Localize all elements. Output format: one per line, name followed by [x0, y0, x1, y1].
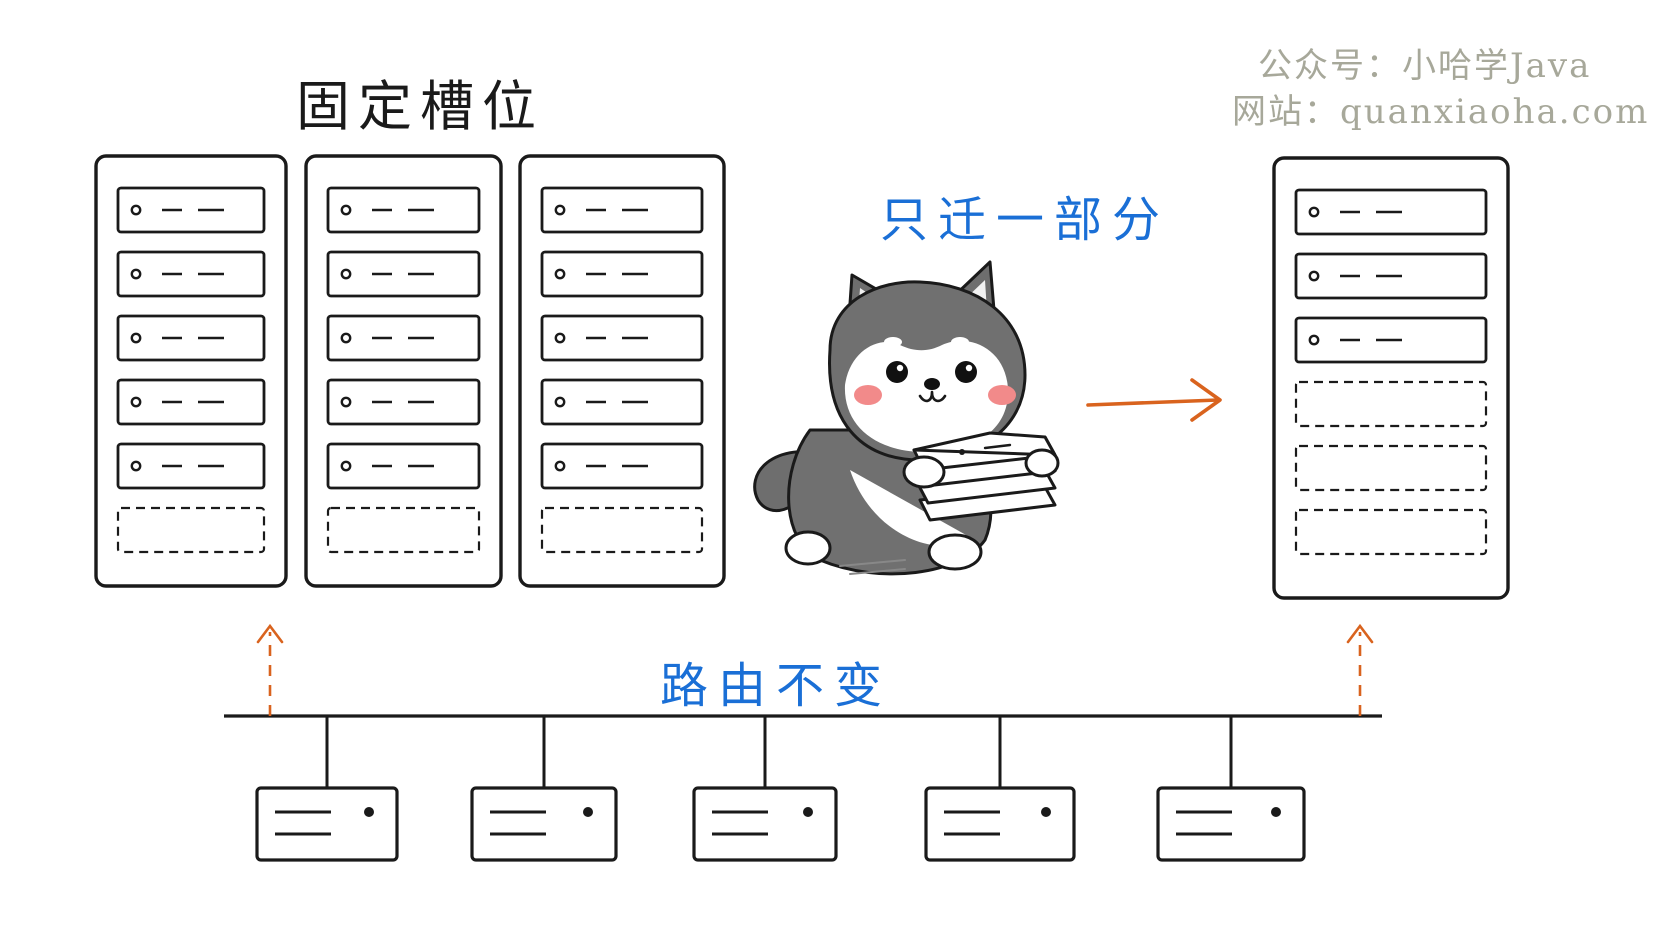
slot-filled [326, 314, 481, 362]
routing-arrow-left [256, 623, 284, 716]
source-rack-1 [94, 154, 288, 588]
slot-filled [540, 250, 704, 298]
racks-layer [94, 154, 1510, 600]
routing-arrow-right [1346, 623, 1374, 716]
client-server [1156, 716, 1306, 862]
slot-filled [326, 186, 481, 234]
client-server [470, 716, 618, 862]
client-server [255, 716, 399, 862]
network-layer [224, 714, 1382, 862]
shiba-dog-carrying-slots-icon [753, 260, 1060, 576]
slot-empty [540, 506, 704, 554]
slot-filled [116, 378, 266, 426]
slot-filled [326, 442, 481, 490]
watermark-line-2: 网站：quanxiaoha.com [1232, 92, 1650, 132]
source-rack-3 [518, 154, 726, 588]
slot-filled [540, 314, 704, 362]
client-server [692, 716, 838, 862]
migrate-partial-label: 只迁一部分 [880, 192, 1171, 248]
client-server [924, 716, 1076, 862]
slot-filled [326, 250, 481, 298]
slot-empty [116, 506, 266, 554]
slot-filled [540, 186, 704, 234]
slot-filled [1294, 188, 1488, 236]
slot-filled [116, 314, 266, 362]
slot-filled [1294, 252, 1488, 300]
watermark-line-1: 公众号：小哈学Java [1258, 46, 1592, 86]
slot-empty [326, 506, 481, 554]
slot-filled [326, 378, 481, 426]
slot-filled [540, 442, 704, 490]
slot-empty [1294, 380, 1488, 428]
slot-empty [1294, 444, 1488, 492]
slot-empty [1294, 508, 1488, 556]
migration-arrow [1086, 378, 1222, 422]
slot-filled [540, 378, 704, 426]
target-rack [1272, 156, 1510, 600]
slot-filled [116, 250, 266, 298]
slot-filled [116, 186, 266, 234]
slot-filled [116, 442, 266, 490]
title-fixed-slots: 固定槽位 [296, 75, 544, 138]
source-rack-2 [304, 154, 503, 588]
routing-unchanged-label: 路由不变 [660, 658, 893, 714]
slot-filled [1294, 316, 1488, 364]
